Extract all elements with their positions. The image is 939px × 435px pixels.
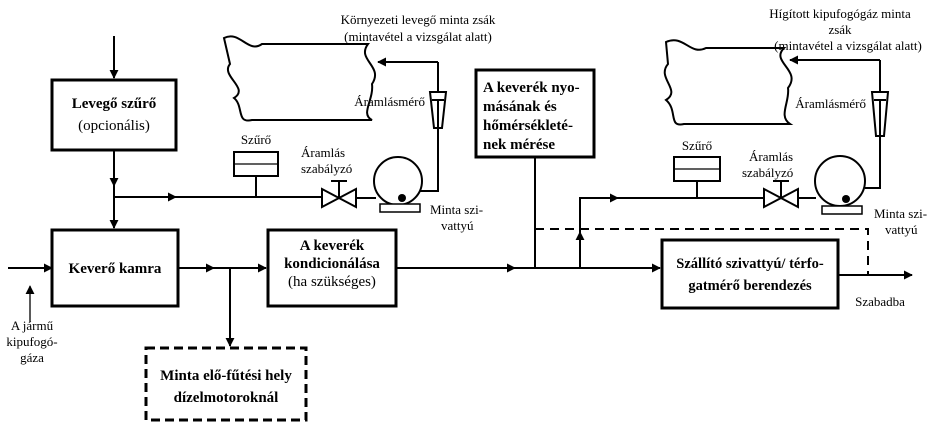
vehicle-exhaust-label-1: A jármű <box>11 318 54 333</box>
exhaust-out-label: Szabadba <box>855 294 905 309</box>
sample-pump-left-label-2: vattyú <box>441 218 474 233</box>
conditioning-line3: (ha szükséges) <box>288 274 376 290</box>
diluted-sampling-branch <box>663 39 890 215</box>
flow-regulator-right-icon <box>763 180 799 209</box>
pressure-temp-line2: másának és <box>483 99 557 115</box>
box-preheat: Minta elő-fűtési hely dízelmotoroknál <box>144 346 308 422</box>
box-air-filter: Levegő szűrő (opcionális) <box>50 78 178 152</box>
box-mixing-chamber: Keverő kamra <box>50 228 180 308</box>
ambient-sample-bag-icon <box>222 35 376 122</box>
flow-regulator-right-label-1: Áramlás <box>749 149 793 164</box>
conditioning-line1: A keverék <box>300 238 365 254</box>
flowmeter-left-label: Áramlásmérő <box>354 94 425 109</box>
sample-pump-left-label-1: Minta szi- <box>430 202 483 217</box>
sample-pump-right-label-2: vattyú <box>885 222 918 237</box>
box-pressure-temperature: A keverék nyo- másának és hőmérsékleté- … <box>474 68 596 159</box>
pressure-temp-line1: A keverék nyo- <box>483 80 580 96</box>
air-filter-title: Levegő szűrő <box>72 96 157 112</box>
box-transfer-pump: Szállító szivattyú/ térfo- gatmérő beren… <box>660 238 840 310</box>
sample-pump-right-icon <box>814 155 866 215</box>
ambient-bag-label-2: (mintavétel a vizsgálat alatt) <box>344 29 492 44</box>
flowmeter-left-icon <box>428 91 448 133</box>
ambient-bag-label-1: Környezeti levegő minta zsák <box>341 12 496 27</box>
flow-regulator-left-icon <box>321 180 357 209</box>
ambient-sampling-branch <box>222 35 448 213</box>
flow-regulator-right-label-2: szabályzó <box>742 165 793 180</box>
filter-right-label: Szűrő <box>682 138 712 153</box>
filter-left-label: Szűrő <box>241 132 271 147</box>
flow-regulator-left-label-1: Áramlás <box>301 145 345 160</box>
box-conditioning: A keverék kondicionálása (ha szükséges) <box>266 228 398 308</box>
sample-pump-left-icon <box>373 156 423 213</box>
mixing-chamber-label: Keverő kamra <box>69 261 162 277</box>
diluted-bag-label-3: (mintavétel a vizsgálat alatt) <box>774 38 922 53</box>
transfer-pump-line1: Szállító szivattyú/ térfo- <box>676 256 824 272</box>
labels: Környezeti levegő minta zsák (mintavétel… <box>6 6 927 365</box>
diluted-bag-label-2: zsák <box>828 22 852 37</box>
diluted-bag-label-1: Hígított kipufogógáz minta <box>769 6 911 21</box>
conditioning-line2: kondicionálása <box>284 256 380 272</box>
sample-pump-right-label-1: Minta szi- <box>874 206 927 221</box>
flow-lines <box>8 36 913 347</box>
flow-regulator-left-label-2: szabályzó <box>301 161 352 176</box>
control-dashed-line <box>535 228 869 275</box>
preheat-line2: dízelmotoroknál <box>174 390 279 406</box>
pressure-temp-line4: nek mérése <box>483 137 555 153</box>
preheat-line1: Minta elő-fűtési hely <box>160 368 292 384</box>
pressure-temp-line3: hőmérsékleté- <box>483 118 573 134</box>
air-filter-subtitle: (opcionális) <box>78 118 150 134</box>
flowmeter-right-icon <box>870 91 890 142</box>
transfer-pump-line2: gatmérő berendezés <box>688 278 812 294</box>
flowmeter-right-label: Áramlásmérő <box>795 96 866 111</box>
vehicle-exhaust-label-2: kipufogó- <box>6 334 57 349</box>
vehicle-exhaust-label-3: gáza <box>20 350 44 365</box>
diluted-sample-bag-icon <box>663 39 794 126</box>
